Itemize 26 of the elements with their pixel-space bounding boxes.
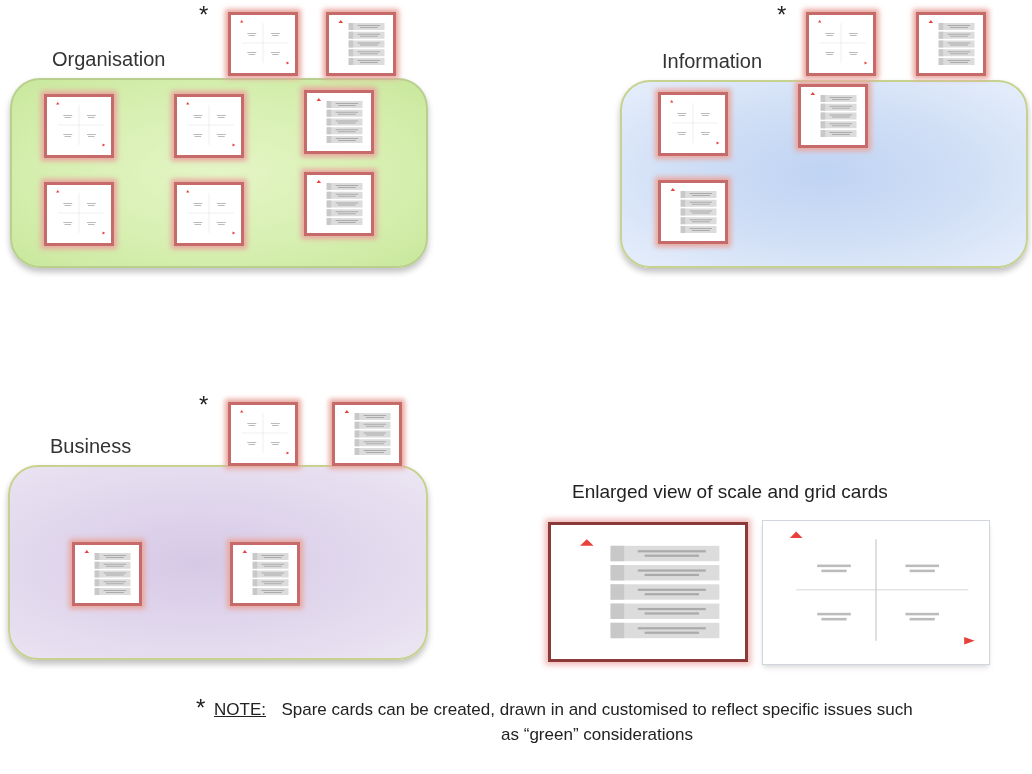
scale-card-drawing	[658, 180, 728, 244]
scale-card-drawing	[72, 542, 142, 606]
note-heading: NOTE:	[214, 699, 266, 721]
region-title: Business	[50, 434, 132, 459]
region-title: Organisation	[52, 47, 166, 72]
grid-card-drawing	[658, 92, 728, 156]
scale-card-drawing	[548, 522, 748, 662]
asterisk: *	[199, 393, 209, 417]
scale-card-drawing	[332, 402, 402, 466]
scale-card-drawing	[304, 90, 374, 154]
scale-card-drawing	[230, 542, 300, 606]
scale-card-drawing	[304, 172, 374, 236]
grid-card-drawing	[44, 94, 114, 158]
asterisk: *	[777, 3, 787, 27]
note-text: Spare cards can be created, drawn in and customised to reflect specific issues such as “green” considerations	[280, 699, 914, 746]
scale-card-drawing	[916, 12, 986, 76]
asterisk: *	[199, 3, 209, 27]
region-title: Information	[662, 49, 763, 74]
grid-card-drawing	[762, 520, 990, 665]
grid-card-drawing	[44, 182, 114, 246]
scale-card-drawing	[798, 84, 868, 148]
section-heading: Enlarged view of scale and grid cards	[572, 480, 888, 504]
grid-card-drawing	[174, 94, 244, 158]
asterisk: *	[196, 693, 206, 723]
scale-card-drawing	[326, 12, 396, 76]
grid-card-drawing	[174, 182, 244, 246]
